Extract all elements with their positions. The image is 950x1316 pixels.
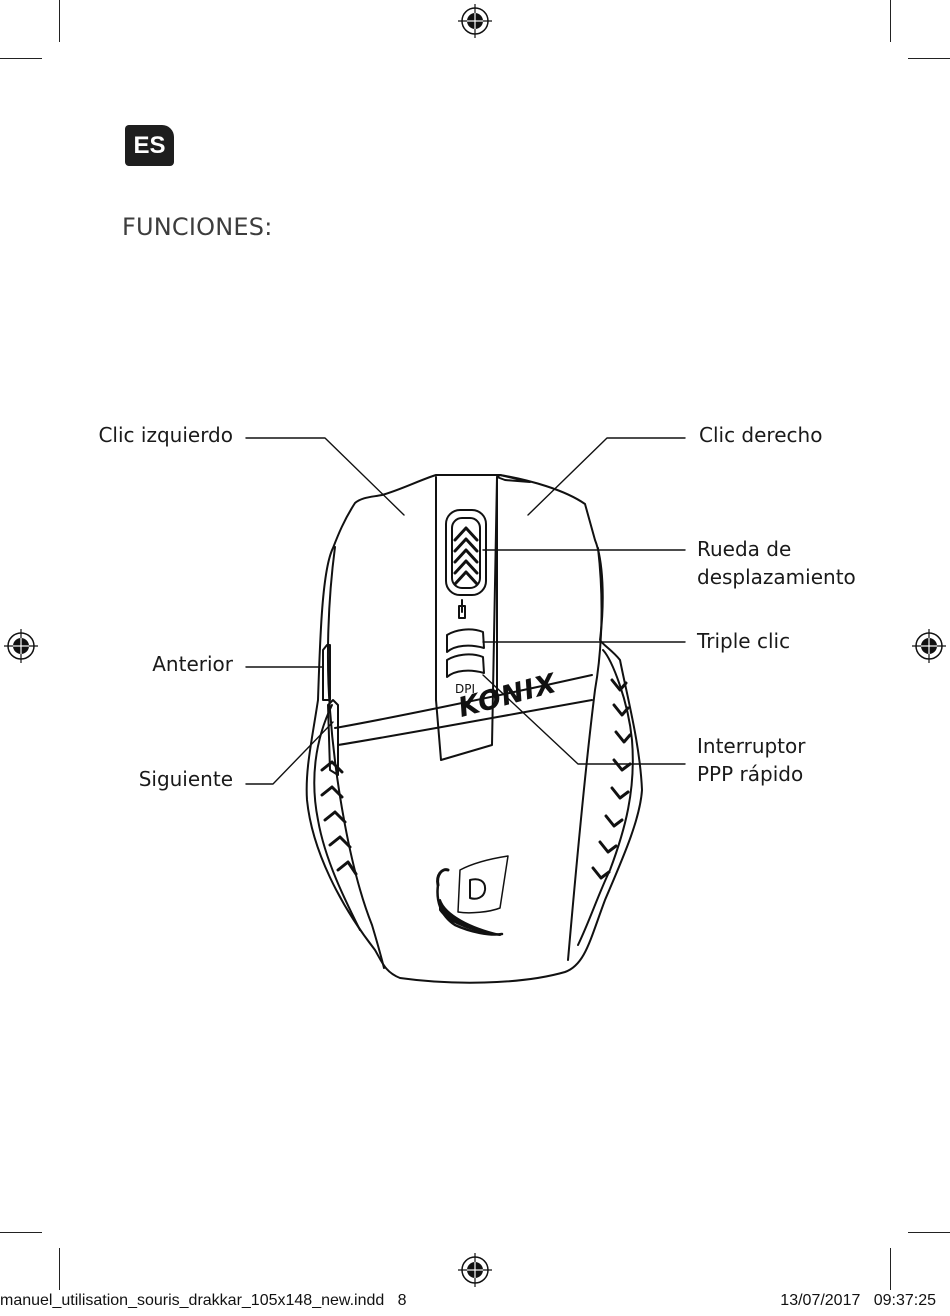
callout-line-forward — [245, 721, 334, 785]
section-title: FUNCIONES: — [122, 213, 273, 241]
right-grip-chevrons — [591, 678, 632, 880]
left-grip-chevrons — [320, 760, 358, 876]
callout-line-dpi — [482, 674, 686, 765]
crop-mark-bottom-right-v — [890, 1248, 891, 1290]
drakkar-logo-icon — [436, 855, 509, 936]
label-dpi-switch-line1: Interruptor — [697, 734, 806, 758]
language-badge: ES — [125, 125, 174, 166]
crop-mark-top-left-h — [0, 58, 42, 59]
registration-mark-left-icon — [4, 629, 38, 663]
palm-divider-band — [334, 674, 593, 729]
label-right-click: Clic derecho — [699, 423, 823, 447]
label-left-click: Clic izquierdo — [98, 423, 233, 447]
crop-mark-bottom-left-h — [0, 1232, 42, 1233]
triple-click-button-icon — [446, 628, 485, 653]
registration-mark-right-icon — [912, 629, 946, 663]
registration-mark-bottom-icon — [458, 1253, 492, 1287]
crop-mark-top-right-h — [908, 58, 950, 59]
callout-line-right-click — [527, 437, 686, 516]
label-back: Anterior — [152, 652, 233, 676]
side-button-back — [322, 644, 331, 701]
label-scroll-wheel-line1: Rueda de — [697, 537, 792, 561]
led-indicator-icon — [458, 599, 466, 619]
dpi-label: DPI — [455, 682, 476, 696]
crop-mark-top-right-v — [890, 0, 891, 42]
mouse-left-grip-panel — [313, 704, 361, 931]
scroll-wheel-icon — [445, 509, 487, 596]
mouse-right-grip-panel — [577, 649, 634, 946]
crop-mark-top-left-v — [59, 0, 60, 42]
label-dpi-switch-line2: PPP rápido — [697, 762, 804, 786]
registration-mark-top-icon — [458, 4, 492, 38]
crop-mark-bottom-left-v — [59, 1248, 60, 1290]
mouse-right-side-contour — [567, 547, 603, 961]
callout-line-left-click — [245, 437, 405, 516]
label-forward: Siguiente — [138, 767, 233, 791]
label-scroll-wheel-line2: desplazamiento — [697, 565, 856, 589]
footer-filename: manuel_utilisation_souris_drakkar_105x14… — [0, 1292, 407, 1309]
side-button-forward — [327, 699, 339, 776]
mouse-body-outline — [305, 474, 643, 984]
footer-timestamp: 13/07/2017 09:37:25 — [780, 1292, 936, 1309]
callout-lines — [245, 437, 686, 785]
dpi-button-icon — [446, 653, 485, 678]
mouse-left-side-contour — [326, 546, 385, 969]
label-triple-click: Triple clic — [697, 629, 791, 653]
crop-mark-bottom-right-h — [908, 1232, 950, 1233]
